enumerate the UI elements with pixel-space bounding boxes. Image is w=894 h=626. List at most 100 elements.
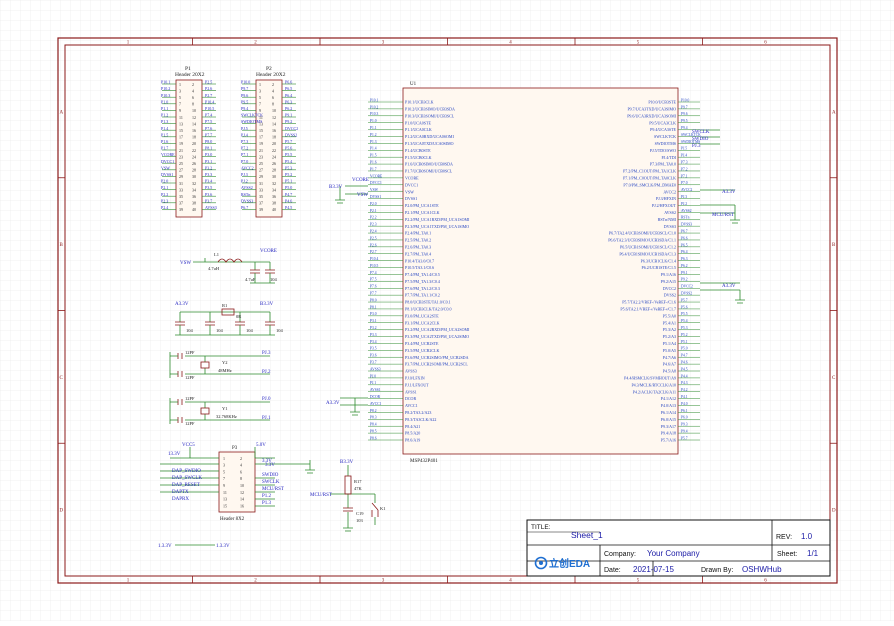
frame-col-label: 4 [509, 41, 512, 46]
analog-supply-section[interactable] [175, 308, 275, 336]
pin-number: 1 [259, 82, 261, 87]
mcu-pin-net: P9.4 [681, 430, 688, 434]
cap-12pf-b: 12PF [185, 375, 195, 380]
pin-number: 4 [192, 88, 194, 93]
drawn-value[interactable]: OSHWHub [742, 565, 782, 574]
sheet-title[interactable]: Sheet_1 [571, 530, 603, 540]
mcu-pin-net: DVSS3 [681, 223, 692, 227]
mcu-pin-net: P3.2 [370, 326, 377, 330]
mcu-pin-net: P5.1 [681, 340, 688, 344]
pin-number: 13 [223, 497, 227, 502]
mcu-pin-name: DVSS3 [664, 224, 676, 229]
pin-net-label: P2.2 [161, 192, 168, 197]
mcu-pin-net: P10.5 [370, 264, 378, 268]
pin-net-label: P5.3 [285, 165, 292, 170]
mcu-right-pins: P10.0P10.0/UCB3STEP9.7P9.7/UCA3TXD/UCA3S… [608, 98, 701, 442]
net-label-3v3-p3: 3.3V [265, 463, 275, 468]
cap-12pf-d: 12PF [185, 421, 195, 426]
mcu-pin-net: P7.6 [370, 285, 377, 289]
mcu-pin-name: P7.3/PM_TA0.0 [650, 162, 676, 167]
pin-net-label: P10.4 [205, 99, 214, 104]
pin-number: 21 [179, 148, 183, 153]
mcu-pin-name: RSTn/NMI [658, 217, 677, 222]
crystal-y1-section[interactable] [169, 398, 270, 424]
mcu-pin-net: P4.6 [681, 361, 688, 365]
net-label-vcore-a: VCORE [260, 249, 277, 254]
pin-number: 6 [192, 95, 194, 100]
date-value[interactable]: 2021-07-15 [633, 565, 674, 574]
pin-net-label: P2.1 [161, 185, 168, 190]
power-filter-section[interactable] [193, 258, 275, 284]
mcu-pin-net: SWCLKTCK [681, 133, 701, 137]
mcu-pin-net: P6.2 [681, 264, 688, 268]
pin-net-label: DVSS1 [161, 172, 173, 177]
mcu-pin-name: P2.0/PM_UCA1STE [405, 203, 439, 208]
mcu-pin-name: P7.7/PM_TA1.1/C0.2 [405, 293, 440, 298]
mcu-pin-name: P7.4/PM_TA1.4/C0.5 [405, 272, 440, 277]
pin-net-label: P5.7 [285, 139, 292, 144]
pin-net-label: P5.2 [285, 172, 292, 177]
frame-col-label: 6 [764, 41, 767, 46]
mcu-pin-net: AVSS1 [370, 388, 381, 392]
rev-value[interactable]: 1.0 [801, 532, 813, 541]
pin-number: 16 [240, 503, 244, 508]
pin-number: 38 [272, 201, 276, 206]
pin-number: 15 [179, 128, 183, 133]
net-label-swdio: SWDIO [692, 137, 709, 142]
mcu-pin-net: P10.3 [370, 112, 378, 116]
mcu-pin-name: P6.2/UCB1STE/C1.5 [642, 265, 676, 270]
header-p3-name: Header 8X2 [220, 517, 245, 522]
mcu-pin-name: P1.2/UCA0RXD/UCA0SOMI [405, 134, 454, 139]
mcu-pin-name: P4.4/HSMCLK/SVMHOUT/A9 [624, 376, 676, 381]
mcu-pin-name: P2.5/PM_TA0.2 [405, 238, 431, 243]
lceda-logo-icon: 立创EDA [534, 556, 590, 570]
reset-circuit[interactable] [330, 465, 379, 532]
mcu-pin-name: P3.1/PM_UCA2CLK [405, 320, 440, 325]
crystal-y2-section[interactable] [169, 352, 270, 378]
mcu-pin-name: PJ.2/HFXOUT [652, 203, 677, 208]
mcu-pin-net: P4.4 [681, 374, 688, 378]
mcu-pin-net: P10.4 [370, 257, 378, 261]
mcu-pin-name: P1.4/UCB0STE [405, 148, 431, 153]
pin-number: 13 [179, 121, 183, 126]
frame-col-label: 3 [382, 41, 385, 46]
pin-number: 32 [192, 181, 196, 186]
pin-number: 16 [192, 128, 196, 133]
pin-number: 30 [272, 174, 276, 179]
pin-number: 14 [192, 121, 196, 126]
net-label-vsw-b: VSW [357, 193, 368, 198]
mcu-pin-net: P6.5 [681, 243, 688, 247]
crystal-y1-value: 32.768KHz [216, 414, 237, 419]
mcu-part: MSP432P401 [410, 459, 438, 464]
company-value[interactable]: Your Company [647, 549, 700, 558]
mcu-pin-net: PJ.2 [681, 202, 687, 206]
mcu-pin-name: P9.2/A15 [661, 279, 676, 284]
mcu-pin-net: RSTn [681, 216, 690, 220]
pin-net-label: P6.4 [285, 93, 292, 98]
pin-number: 17 [179, 135, 183, 140]
mcu-pin-net: P7.5 [370, 278, 377, 282]
header-p1-ref: P1 [185, 66, 191, 72]
pin-number: 26 [272, 161, 276, 166]
mcu-pin-net: P2.7 [370, 250, 377, 254]
rev-label: REV: [776, 534, 792, 541]
mcu-pin-name: P1.1/UCA0CLK [405, 127, 432, 132]
pin-net-label: P10.2 [161, 86, 170, 91]
pin-net-label: AVSS2 [241, 185, 253, 190]
pin-net-label: P5.6 [285, 146, 292, 151]
pin-number: 12 [192, 115, 196, 120]
pin-number: 22 [272, 148, 276, 153]
pin-net-label: P5.0 [285, 185, 292, 190]
frame-row-label: B [60, 243, 64, 248]
pin-net-label: P3.2 [205, 165, 212, 170]
sheet-value[interactable]: 1/1 [807, 549, 819, 558]
pin-net-label: P7.1 [241, 152, 248, 157]
pin-net-label: P3.6 [205, 192, 212, 197]
mcu-pin-name: P5.7/A16 [661, 438, 676, 443]
